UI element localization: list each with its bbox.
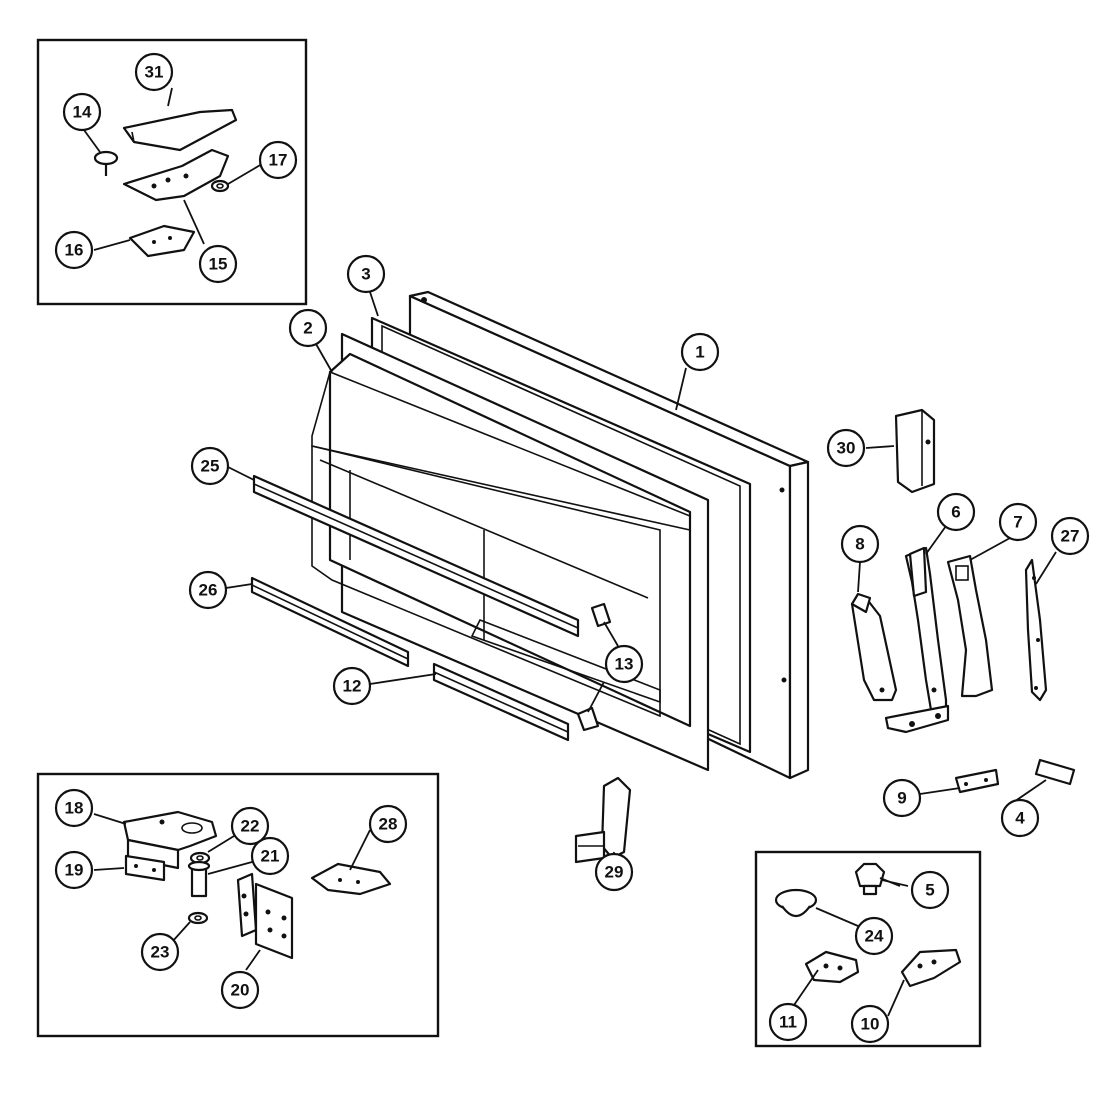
callout-2-label: 2 xyxy=(303,319,312,338)
callout-14-label: 14 xyxy=(73,103,92,122)
hinge-washer xyxy=(210,179,230,193)
rail-clips xyxy=(576,602,612,732)
cover-plate xyxy=(310,862,392,896)
callout-11-label: 11 xyxy=(779,1013,797,1032)
inset-box-bottom-left xyxy=(36,772,440,1038)
callout-12-label: 12 xyxy=(343,677,362,696)
callout-23-label: 23 xyxy=(151,943,170,962)
callout-19: 19 xyxy=(54,850,94,890)
callout-16: 16 xyxy=(54,230,94,270)
callout-28-label: 28 xyxy=(379,815,398,834)
trim-strip xyxy=(1024,558,1048,702)
handle-strap-right xyxy=(946,554,994,698)
callout-13-label: 13 xyxy=(615,655,634,674)
callout-29: 29 xyxy=(594,852,634,892)
callout-4: 4 xyxy=(1000,798,1040,838)
callout-26-label: 26 xyxy=(199,581,218,600)
bottom-hinge xyxy=(122,810,218,870)
callout-31: 31 xyxy=(134,52,174,92)
washer-top xyxy=(189,851,211,865)
callout-3: 3 xyxy=(346,254,386,294)
callout-10: 10 xyxy=(850,1004,890,1044)
callout-25: 25 xyxy=(190,446,230,486)
door-handle-bracket xyxy=(574,776,632,864)
callout-21: 21 xyxy=(250,836,290,876)
callout-22: 22 xyxy=(230,806,270,846)
callout-11: 11 xyxy=(768,1002,808,1042)
callout-8: 8 xyxy=(840,524,880,564)
bracket-right xyxy=(900,948,962,988)
plug-strip xyxy=(1034,758,1076,786)
small-plate xyxy=(954,768,1000,794)
plastic-plug xyxy=(774,888,818,918)
hinge-bracket xyxy=(236,872,294,960)
callout-19-label: 19 xyxy=(65,861,84,880)
callout-10-label: 10 xyxy=(861,1015,880,1034)
callout-20: 20 xyxy=(220,970,260,1010)
callout-1: 1 xyxy=(680,332,720,372)
hinge-screw xyxy=(93,150,119,176)
callout-1-label: 1 xyxy=(695,343,704,362)
callout-14: 14 xyxy=(62,92,102,132)
callout-16-label: 16 xyxy=(65,241,84,260)
callout-9-label: 9 xyxy=(897,789,906,808)
callout-24-label: 24 xyxy=(865,927,884,946)
callout-12: 12 xyxy=(332,666,372,706)
callout-23: 23 xyxy=(140,932,180,972)
upper-rail xyxy=(252,474,580,638)
callout-2: 2 xyxy=(288,308,328,348)
top-hinge xyxy=(122,148,230,202)
handle-strap-left xyxy=(850,592,898,702)
callout-20-label: 20 xyxy=(231,981,250,1000)
callout-3-label: 3 xyxy=(361,265,370,284)
callout-6: 6 xyxy=(936,492,976,532)
callout-30-label: 30 xyxy=(837,439,856,458)
hinge-cover xyxy=(122,108,238,152)
callout-30: 30 xyxy=(826,428,866,468)
bracket-left xyxy=(804,950,860,984)
hinge-shim xyxy=(128,224,196,258)
callout-17-label: 17 xyxy=(269,151,288,170)
callout-29-label: 29 xyxy=(605,863,624,882)
washer-bottom xyxy=(187,911,209,925)
callout-15-label: 15 xyxy=(209,255,228,274)
callout-6-label: 6 xyxy=(951,503,960,522)
handle-strap-center xyxy=(884,546,950,734)
callout-13: 13 xyxy=(604,644,644,684)
callout-21-label: 21 xyxy=(261,847,280,866)
handle-cap xyxy=(894,408,936,494)
callout-15: 15 xyxy=(198,244,238,284)
push-rivet xyxy=(854,862,886,896)
callout-27-label: 27 xyxy=(1061,527,1080,546)
callout-8-label: 8 xyxy=(855,535,864,554)
callout-28: 28 xyxy=(368,804,408,844)
callout-25-label: 25 xyxy=(201,457,220,476)
callout-27: 27 xyxy=(1050,516,1090,556)
callout-4-label: 4 xyxy=(1015,809,1025,828)
callout-7-label: 7 xyxy=(1013,513,1022,532)
hinge-pin xyxy=(187,860,211,898)
callout-26: 26 xyxy=(188,570,228,610)
callout-18-label: 18 xyxy=(65,799,84,818)
inset-box-top-left xyxy=(36,38,308,306)
callout-5-label: 5 xyxy=(925,881,934,900)
lower-rail xyxy=(250,576,410,668)
callout-7: 7 xyxy=(998,502,1038,542)
hinge-spacer xyxy=(124,854,166,882)
callout-5: 5 xyxy=(910,870,950,910)
callout-9: 9 xyxy=(882,778,922,818)
callout-24: 24 xyxy=(854,916,894,956)
leader-lines xyxy=(83,87,1057,1017)
callout-22-label: 22 xyxy=(241,817,260,836)
callout-18: 18 xyxy=(54,788,94,828)
callout-17: 17 xyxy=(258,140,298,180)
inset-box-bottom-right xyxy=(754,850,982,1048)
callout-31-label: 31 xyxy=(145,63,164,82)
